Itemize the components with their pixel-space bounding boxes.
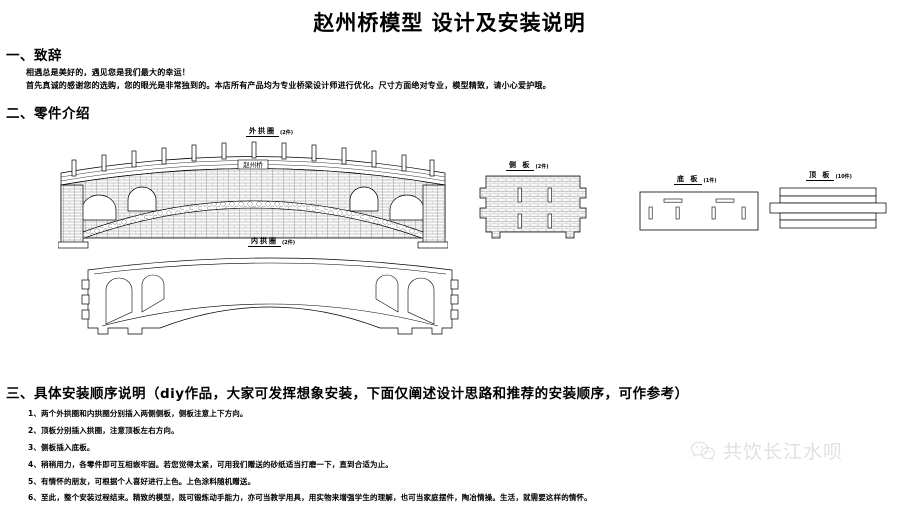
greeting-line: 首先真诚的感谢您的选购，您的眼光是非常独到的。本店所有产品均为专业桥梁设计师进行… — [26, 81, 551, 91]
section-parts: 二、零件介绍 — [0, 102, 899, 124]
label-bottom-plate: 底 板(1件) — [674, 174, 717, 185]
section-parts-heading: 二、零件介绍 — [6, 106, 90, 122]
label-side-plate-qty: (2件) — [535, 164, 549, 170]
assembly-step: 4、稍稍用力，各零件即可互相嵌牢固。若您觉得太紧，可用我们赠送的砂纸适当打磨一下… — [28, 459, 393, 469]
assembly-steps-list: 1、两个外拱圈和内拱圈分别插入两侧侧板，侧板注意上下方向。 2、顶板分别插入拱圈… — [28, 406, 899, 507]
label-inner-arch-ring: 内拱圈(2件) — [248, 236, 296, 247]
assembly-step: 3、侧板插入底板。 — [28, 442, 95, 452]
section-greeting: 一、致辞 相遇总是美好的，遇见您是我们最大的幸运！ 首先真诚的感谢您的选购，您的… — [0, 44, 899, 92]
label-outer-arch-ring-qty: (2件) — [280, 130, 294, 136]
label-inner-arch-ring-name: 内拱圈 — [248, 237, 281, 247]
parts-drawing-area: 外拱圈(2件) — [0, 118, 899, 353]
drawing-bottom-plate — [639, 191, 759, 231]
label-side-plate: 侧 板(2件) — [506, 160, 549, 171]
label-top-plate: 顶 板(10件) — [806, 170, 852, 181]
label-inner-arch-ring-qty: (2件) — [282, 240, 296, 246]
section-assembly: 三、具体安装顺序说明（diy作品，大家可发挥想象安装，下面仅阐述设计思路和推荐的… — [0, 382, 899, 507]
label-outer-arch-ring-name: 外拱圈 — [246, 127, 279, 137]
drawing-inner-arch-ring — [81, 257, 459, 335]
drawing-bridge-elevation: 赵州桥 — [58, 141, 448, 249]
assembly-step: 6、至此，整个安装过程结束。精致的模型，既可锻炼动手能力，亦可当教学用具，用实物… — [28, 493, 592, 503]
label-top-plate-qty: (10件) — [835, 174, 852, 180]
label-side-plate-name: 侧 板 — [506, 161, 535, 171]
label-top-plate-name: 顶 板 — [806, 171, 835, 181]
greeting-line: 相遇总是美好的，遇见您是我们最大的幸运！ — [26, 68, 190, 77]
bridge-plaque-text: 赵州桥 — [243, 160, 263, 169]
greeting-body: 相遇总是美好的，遇见您是我们最大的幸运！ 首先真诚的感谢您的选购，您的眼光是非常… — [26, 66, 899, 92]
label-bottom-plate-name: 底 板 — [674, 175, 703, 185]
section-assembly-heading: 三、具体安装顺序说明（diy作品，大家可发挥想象安装，下面仅阐述设计思路和推荐的… — [6, 386, 689, 402]
drawing-side-plate — [479, 175, 587, 239]
assembly-step: 1、两个外拱圈和内拱圈分别插入两侧侧板，侧板注意上下方向。 — [28, 409, 248, 418]
drawing-top-plate — [769, 187, 887, 229]
assembly-step: 2、顶板分别插入拱圈，注意顶板左右方向。 — [28, 425, 179, 435]
label-bottom-plate-qty: (1件) — [703, 178, 717, 184]
section-greeting-heading: 一、致辞 — [6, 48, 62, 64]
page-title: 赵州桥模型 设计及安装说明 — [313, 11, 586, 35]
label-outer-arch-ring: 外拱圈(2件) — [246, 126, 294, 137]
assembly-step: 5、有情怀的朋友，可根据个人喜好进行上色。上色涂料随机赠送。 — [28, 476, 256, 486]
